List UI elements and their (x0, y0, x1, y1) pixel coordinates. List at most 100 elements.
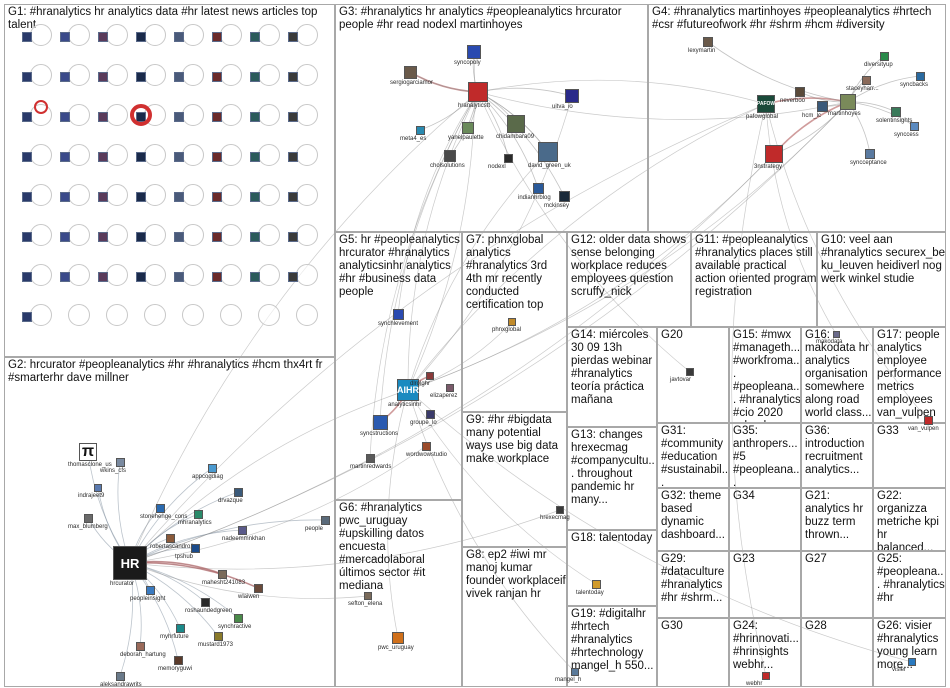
node-wordwow[interactable] (421, 441, 431, 451)
node-makodata[interactable] (832, 330, 840, 338)
user-avatar-icon[interactable] (136, 72, 146, 82)
node-aleksandra[interactable] (115, 671, 125, 681)
node-diversityup[interactable] (879, 51, 889, 61)
user-avatar-icon[interactable] (212, 192, 222, 202)
node-uitva[interactable] (565, 89, 579, 103)
user-avatar-icon[interactable] (174, 72, 184, 82)
node-hranalyticstt[interactable] (468, 82, 488, 102)
node-mckinsey[interactable] (558, 190, 570, 202)
user-avatar-icon[interactable] (22, 192, 32, 202)
user-avatar-icon[interactable] (60, 192, 70, 202)
user-avatar-icon[interactable] (60, 112, 70, 122)
node-nadeem[interactable] (237, 525, 247, 535)
user-avatar-icon[interactable] (212, 272, 222, 282)
user-avatar-icon[interactable] (136, 192, 146, 202)
user-avatar-icon[interactable] (174, 152, 184, 162)
node-staceyharr[interactable] (861, 75, 871, 85)
user-avatar-icon[interactable] (174, 32, 184, 42)
node-sefton[interactable] (364, 592, 372, 600)
node-elizaperez[interactable] (446, 384, 454, 392)
user-avatar-icon[interactable] (98, 152, 108, 162)
node-martinedwards[interactable] (365, 453, 375, 463)
user-avatar-icon[interactable] (250, 32, 260, 42)
node-syncbacks[interactable] (915, 71, 925, 81)
node-syncopoly[interactable] (467, 45, 481, 59)
node-pwcuruguay[interactable] (392, 632, 404, 644)
user-avatar-icon[interactable] (136, 152, 146, 162)
node-dlrolghr[interactable] (426, 372, 434, 380)
node-people[interactable] (320, 515, 330, 525)
user-avatar-icon[interactable] (60, 72, 70, 82)
user-avatar-icon[interactable] (60, 272, 70, 282)
user-avatar-icon[interactable] (22, 32, 32, 42)
node-mustard[interactable] (213, 631, 223, 641)
node-appcogdiag[interactable] (207, 463, 217, 473)
user-avatar-icon[interactable] (136, 32, 146, 42)
user-avatar-icon[interactable] (174, 272, 184, 282)
node-mahesh[interactable] (217, 569, 227, 579)
node-wkins[interactable] (115, 457, 125, 467)
user-avatar-icon[interactable] (212, 72, 222, 82)
user-avatar-icon[interactable] (60, 32, 70, 42)
user-avatar-icon[interactable] (22, 232, 32, 242)
node-tpshub[interactable] (190, 543, 200, 553)
user-avatar-icon[interactable] (98, 272, 108, 282)
node-synccess[interactable] (909, 121, 919, 131)
user-avatar-icon[interactable] (98, 192, 108, 202)
node-nodexl[interactable] (503, 153, 513, 163)
node-phnxglobal[interactable] (508, 318, 516, 326)
user-avatar-icon[interactable] (250, 112, 260, 122)
user-avatar-icon[interactable] (288, 32, 298, 42)
node-memory[interactable] (173, 655, 183, 665)
user-avatar-icon[interactable] (212, 232, 222, 242)
user-avatar-icon[interactable] (22, 152, 32, 162)
node-deborah[interactable] (135, 641, 145, 651)
node-solentinsights[interactable] (891, 107, 901, 117)
node-lexymartin[interactable] (703, 37, 713, 47)
node-indianhrblog[interactable] (532, 182, 544, 194)
user-avatar-icon[interactable] (174, 232, 184, 242)
user-avatar-icon[interactable] (288, 152, 298, 162)
node-hrexecmag[interactable] (556, 506, 564, 514)
node-thomasclone[interactable]: π (79, 443, 97, 461)
node-meta4[interactable] (415, 125, 425, 135)
node-javtovar[interactable] (686, 368, 694, 376)
node-3nstrategy[interactable] (765, 145, 783, 163)
node-syncstructions[interactable] (372, 414, 388, 430)
user-avatar-icon[interactable] (22, 272, 32, 282)
node-cholsolutions[interactable] (444, 150, 456, 162)
node-maxblumberg[interactable] (83, 513, 93, 523)
user-avatar-icon[interactable] (60, 152, 70, 162)
node-chidambara[interactable] (507, 115, 525, 133)
node-hrcurator[interactable]: HR (113, 546, 147, 580)
user-avatar-icon[interactable] (136, 232, 146, 242)
node-wlaiwen[interactable] (253, 583, 263, 593)
node-syncceptance[interactable] (865, 149, 875, 159)
node-synchlevement[interactable] (392, 308, 404, 320)
node-neverboo[interactable] (795, 87, 805, 97)
user-avatar-icon[interactable] (250, 152, 260, 162)
node-pafowglobal[interactable]: PAFOW (757, 95, 775, 113)
node-vanvulpen[interactable] (923, 415, 933, 425)
user-avatar-icon[interactable] (212, 112, 222, 122)
user-avatar-icon[interactable] (250, 72, 260, 82)
user-avatar-icon[interactable] (22, 112, 32, 122)
user-avatar-icon[interactable] (60, 232, 70, 242)
user-avatar-icon[interactable] (288, 272, 298, 282)
node-yanelpaulette[interactable] (462, 122, 474, 134)
node-martinhoyes[interactable] (840, 94, 856, 110)
node-analyticsinhr[interactable]: AIHR (397, 379, 419, 401)
user-avatar-icon[interactable] (174, 112, 184, 122)
user-avatar-icon[interactable] (98, 232, 108, 242)
user-avatar-icon[interactable] (250, 192, 260, 202)
node-visier[interactable] (908, 658, 916, 666)
user-avatar-icon[interactable] (212, 152, 222, 162)
node-mhranalytics[interactable] (193, 509, 203, 519)
user-avatar-icon[interactable] (174, 192, 184, 202)
node-groupe[interactable] (425, 409, 435, 419)
user-avatar-icon[interactable] (288, 72, 298, 82)
user-avatar-icon[interactable] (98, 32, 108, 42)
node-peopleinsight[interactable] (145, 585, 155, 595)
user-avatar-icon[interactable] (288, 112, 298, 122)
node-webhr[interactable] (762, 672, 770, 680)
